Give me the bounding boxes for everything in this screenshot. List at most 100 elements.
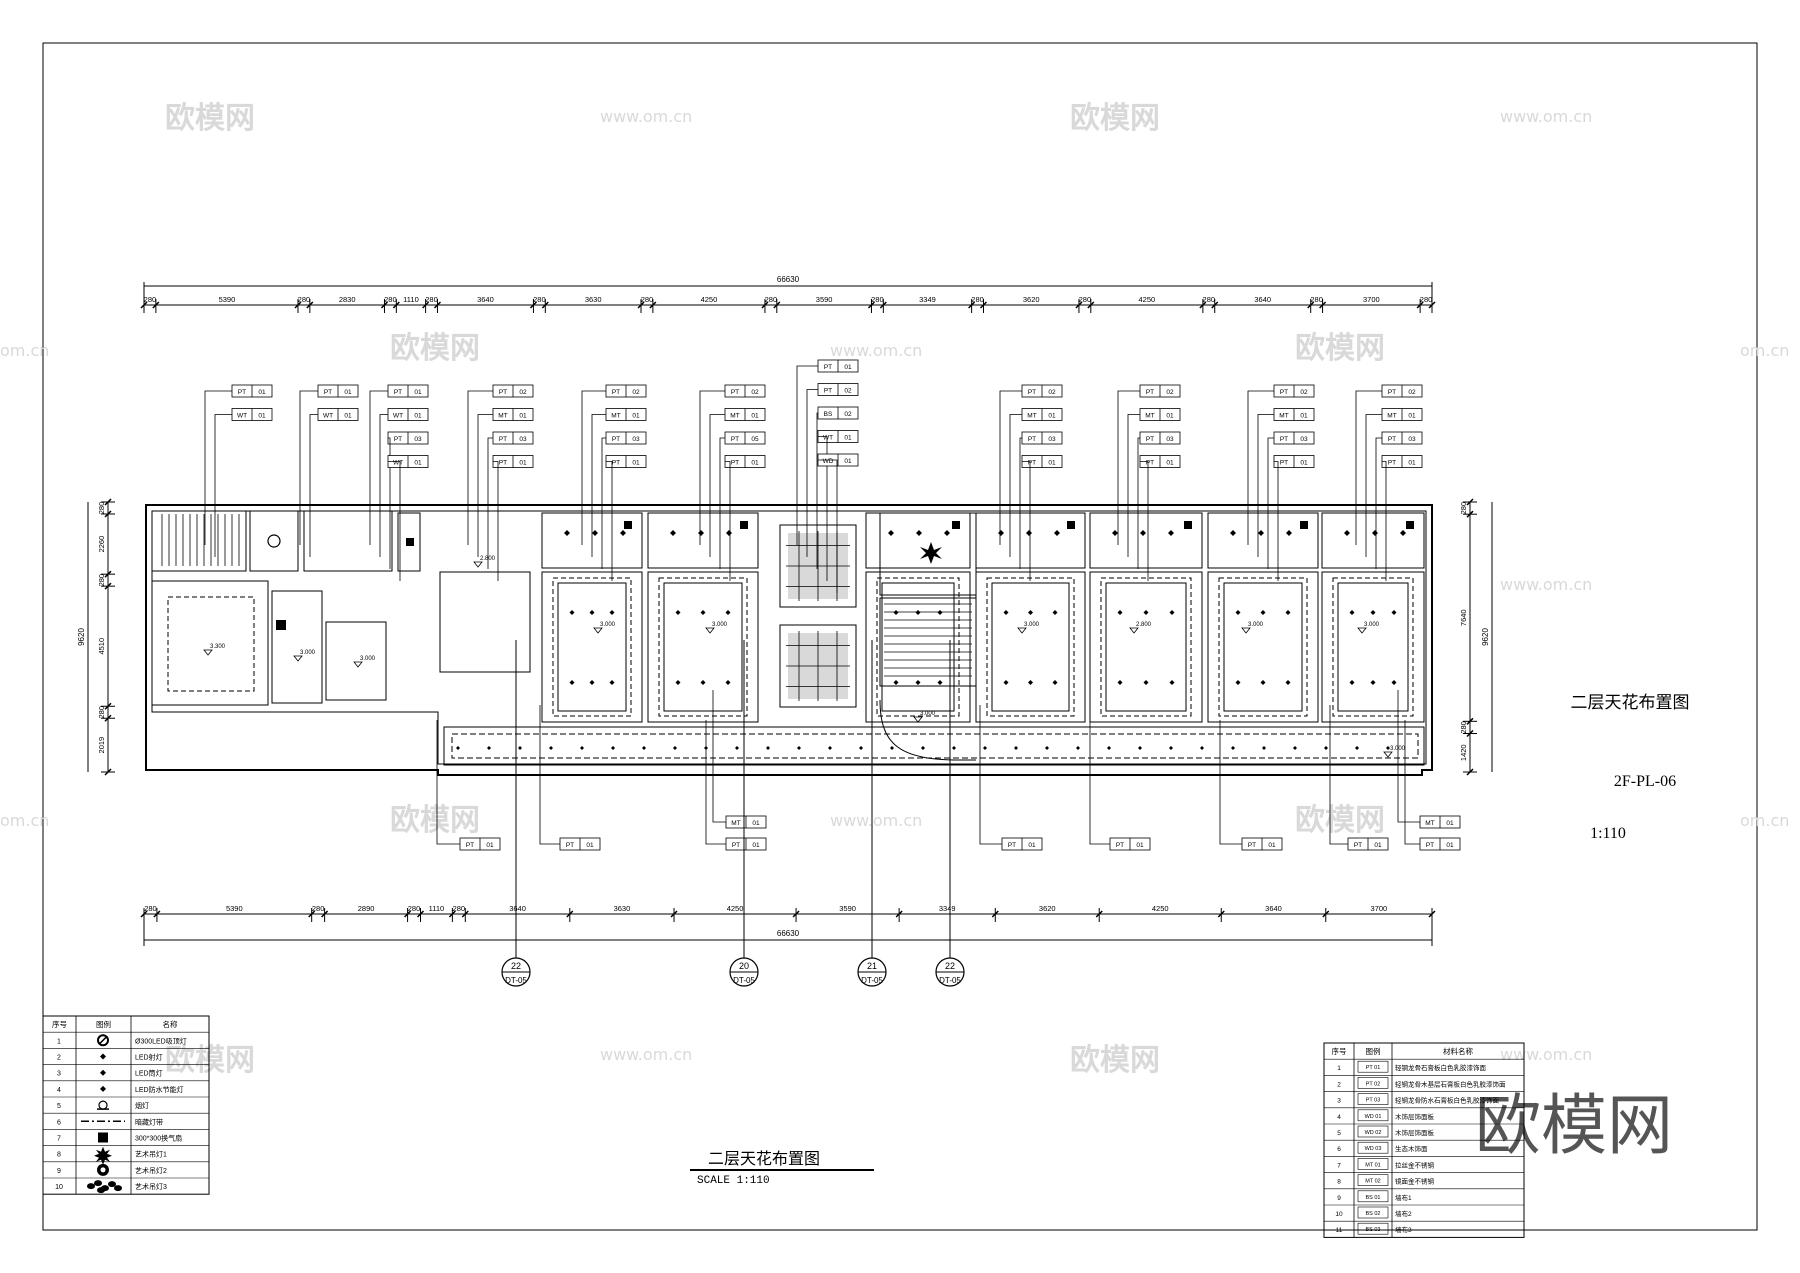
diamond-light (564, 530, 570, 536)
tag-code: PT (1426, 842, 1434, 849)
dim-label: 280 (97, 574, 106, 587)
dim-slash (979, 301, 988, 309)
ceiling-recess (1223, 582, 1303, 712)
tag-code: PT (612, 389, 620, 396)
tag-code: PT (824, 364, 832, 371)
diamond-light (766, 746, 770, 750)
room-small (1321, 512, 1425, 569)
legend-name: 艺术吊灯3 (135, 1182, 167, 1191)
side-title: 二层天花布置图 (1571, 693, 1690, 712)
tag-code: PT (1248, 842, 1256, 849)
ceiling-light-strip (167, 596, 255, 692)
diamond-light (1143, 610, 1149, 615)
materials-name: 拉丝金不锈钢 (1395, 1160, 1435, 1169)
dim-slash (104, 702, 112, 710)
leader-line (539, 705, 560, 845)
diamond-light (890, 746, 894, 750)
dim-slash (104, 570, 112, 578)
diamond-light (700, 610, 706, 615)
atrium (879, 512, 977, 596)
shaft (397, 512, 421, 572)
materials-no: 1 (1337, 1065, 1341, 1072)
diamond-light (569, 680, 575, 685)
leader-line (699, 390, 725, 545)
tag-code: PT (394, 436, 402, 443)
ceiling-recess (881, 582, 955, 712)
diamond-light (916, 530, 922, 536)
section-ref: DT-05 (861, 976, 883, 985)
diamond-light (1117, 610, 1123, 615)
tag-num: 01 (258, 413, 266, 420)
gear-burst-icon (100, 1167, 106, 1173)
dim-slash (1307, 301, 1315, 309)
dim-label: 4250 (1138, 295, 1155, 304)
dim-label: 2830 (339, 295, 356, 304)
dim-slash (104, 498, 112, 506)
ceiling-height: 3.300 (210, 644, 226, 650)
materials-name: 轻钢龙骨防水石膏板白色乳胶漆饰面 (1395, 1096, 1500, 1105)
materials-code: PT 02 (1366, 1081, 1381, 1087)
diamond-light (1054, 530, 1060, 536)
level-mark (353, 661, 363, 668)
dim-label: 4250 (727, 904, 744, 913)
section-ref: DT-05 (505, 976, 527, 985)
ceiling-light-strip (876, 577, 960, 717)
leader-line (806, 389, 818, 557)
diamond-light (1386, 746, 1390, 750)
materials-name: 生态木饰面 (1395, 1144, 1428, 1153)
dim-label: 280 (453, 904, 466, 913)
level-mark (203, 649, 213, 656)
diamond-light (487, 746, 491, 750)
tag-num: 02 (1408, 389, 1416, 396)
cluster-icon (97, 1187, 105, 1194)
leader-line (1375, 437, 1382, 569)
ceiling-height: 3.000 (712, 622, 728, 628)
diamond-light (1138, 746, 1142, 750)
materials-no: 3 (1337, 1098, 1341, 1105)
level-mark (1383, 751, 1393, 758)
tag-num: 03 (1408, 436, 1416, 443)
diamond-light (1260, 680, 1266, 685)
legend-no: 9 (57, 1168, 61, 1175)
dim-slash (1466, 498, 1474, 506)
tag-num: 02 (1166, 389, 1174, 396)
dim-label: 3590 (839, 904, 856, 913)
dimension-chain-sides: 2802260280451028020199620280764028014209… (77, 498, 1493, 776)
dim-slash (637, 301, 645, 309)
diamond-light (609, 610, 615, 615)
dim-label: 3640 (477, 295, 494, 304)
exhaust-fan (406, 538, 414, 546)
legend-no: 2 (57, 1055, 61, 1062)
diamond-light (1355, 746, 1359, 750)
dim-label: 4250 (701, 295, 718, 304)
tag-num: 01 (1048, 413, 1056, 420)
star-burst-icon (920, 542, 942, 564)
tag-code: PT (1028, 460, 1036, 467)
dim-slash (461, 910, 469, 918)
elevator-ceiling (779, 524, 857, 608)
dim-label: 3620 (1039, 904, 1056, 913)
dim-total: 66630 (777, 929, 800, 938)
tag-code: PT (499, 436, 507, 443)
diamond-light (675, 610, 681, 615)
diamond-light (700, 680, 706, 685)
legend-frame (42, 1015, 210, 1195)
diamond-light (1262, 746, 1266, 750)
diamond-light (1028, 610, 1033, 615)
dim-label: 5390 (226, 904, 243, 913)
tag-num: 01 (1446, 820, 1454, 827)
corridor (443, 726, 1425, 766)
dim-label: 280 (1079, 295, 1092, 304)
tag-code: PT (1388, 460, 1396, 467)
diamond-light (725, 680, 731, 685)
downlight-ring-icon (99, 1036, 107, 1044)
leader-line (979, 705, 1002, 845)
ceiling-recess (1337, 582, 1409, 712)
tag-num: 01 (344, 413, 352, 420)
diamond-light (1052, 610, 1058, 615)
tag-num: 01 (632, 460, 640, 467)
tag-num: 01 (1268, 842, 1276, 849)
tag-code: WT (393, 413, 403, 420)
dim-slash (153, 910, 161, 918)
dim-slash (152, 301, 160, 309)
